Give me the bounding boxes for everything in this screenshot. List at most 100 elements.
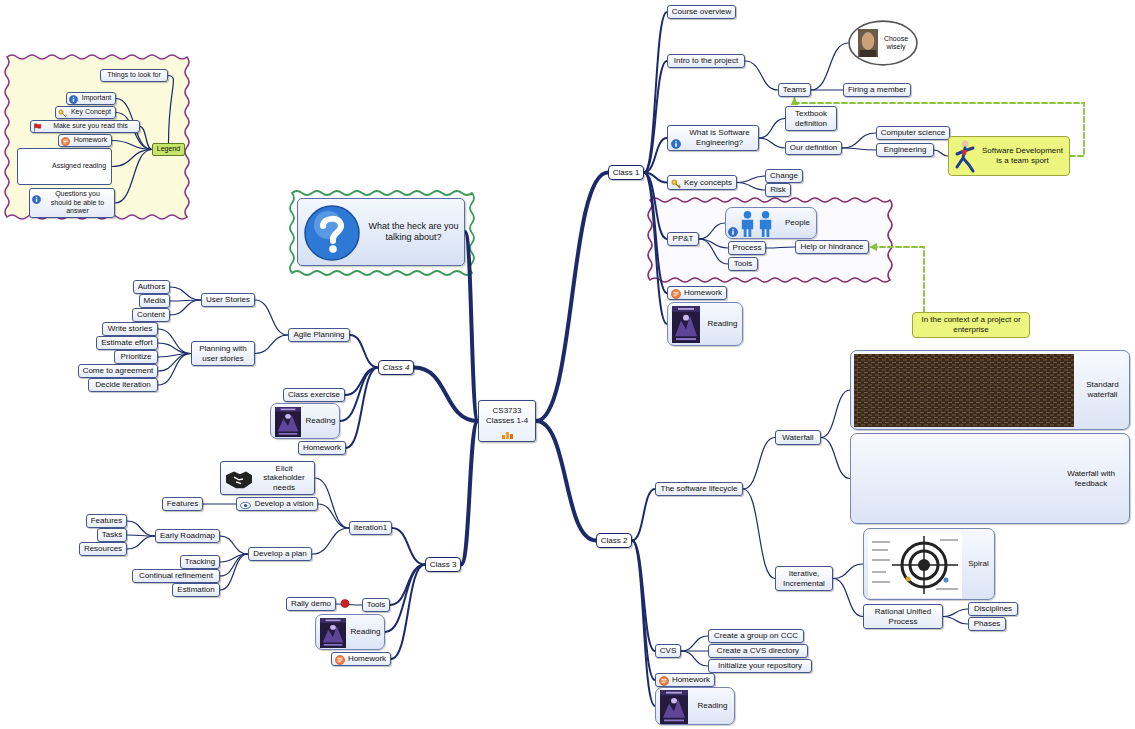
topic-text: Develop a vision [255,499,314,509]
icon-part [61,137,69,145]
icon-part [69,95,77,103]
branch-line [340,368,378,422]
icon-part [73,98,74,101]
icon-part [666,692,682,694]
branch-line [461,421,478,565]
branch-line [811,89,843,90]
branch-line [632,489,655,541]
subtopic-box: Homework [655,673,715,687]
branch-line [168,76,173,144]
icon-part [226,472,252,489]
topic-text: Assigned reading [52,162,106,170]
branch-line [127,521,155,536]
topic-text: Firing a member [848,85,906,95]
topic-text: Reading [708,319,738,329]
topic-text: Content [137,310,165,320]
topic-text: Rational Unified Process [867,607,939,626]
branch-line [385,565,425,633]
topic-text: Legend [157,145,180,153]
branch-line [699,239,728,264]
icon-part [63,113,67,117]
topic-text: Features [167,499,199,509]
subtopic-box: Risk [765,183,791,197]
icon-part [320,618,346,623]
icon-part [671,289,680,298]
branch-line [737,176,765,183]
icon-part [671,139,680,148]
icon-part [744,211,752,219]
icon-part [675,316,697,336]
icon-part [281,409,296,411]
branch-line [255,335,288,354]
topic-text: Class exercise [288,390,340,400]
icon-part [32,195,40,203]
branch-line [759,119,785,139]
branch-line [743,489,775,579]
branch-line [644,173,667,325]
topic-text: Come to agreement [83,366,154,376]
icon-part [676,338,696,340]
branch-line [318,504,349,528]
subtopic-box: Continual refinement [132,569,220,583]
key-icon [58,109,67,118]
icon-part [676,184,680,188]
icon-part [660,690,688,724]
icon-part [244,503,247,506]
icon-part [732,231,734,235]
status-dot [341,600,349,608]
branch-line [934,150,948,156]
topic-text: Authors [138,282,166,292]
info-icon [671,139,681,149]
image-topic-box: People [725,207,817,239]
branch-line [644,12,667,173]
image-topic-box: Reading [667,302,743,346]
topic-text: Decide iteration [95,380,151,390]
vision-icon [240,501,251,510]
topic-text: Tasks [102,530,122,540]
icon-part [323,219,341,241]
icon-part [60,111,61,112]
subtopic-box: Computer science [876,126,950,140]
subtopic-box: Questions you should be able to answer [29,188,115,218]
icon-part [335,655,344,664]
callout-box: In the context of a project or enterpris… [912,312,1030,338]
topic-box: Assigned reading [17,148,112,185]
icon-part [683,315,689,321]
subtopic-box: Disciplines [968,602,1018,616]
callout-bubble: Choose wisely [848,20,918,66]
icon-part [510,434,513,439]
topic-text: Things to look for [107,71,161,79]
topic-text: Media [144,296,166,306]
subtopic-box: Iteration1 [349,521,392,535]
relationship-arrow [870,247,924,312]
subtopic-box: Develop a vision [236,497,318,511]
icon-part [862,32,875,50]
topic-text: Homework [303,443,341,453]
subtopic-box: Tracking [180,555,220,569]
icon-part [674,292,679,295]
topic-text: Tools [734,259,753,269]
icon-part [502,435,505,439]
subtopic-box: Homework [58,134,112,147]
icon-part [675,141,677,143]
topic-text: Reading [306,416,336,426]
subtopic-box: Elicit stakeholder needs [220,461,315,495]
icon-part [338,658,343,661]
subtopic-box: Create a group on CCC [708,629,804,643]
subtopic-box: Course overview [667,5,736,19]
icon-part [63,140,68,143]
branch-line [346,368,378,449]
icon-part [234,477,243,484]
topic-text: Make sure you read this [53,122,128,130]
branch-line [391,565,425,660]
icon-part [285,414,291,419]
image-topic-box: Reading [315,614,385,650]
main-topic-box: Class 4 [378,360,414,375]
subtopic-box: CVS [655,644,681,658]
topic-text: Disciplines [974,604,1012,614]
subtopic-box: Iterative, Incremental [775,566,833,591]
subtopic-box: Homework [667,286,727,300]
hw-icon [659,676,669,686]
icon-part [329,245,337,253]
